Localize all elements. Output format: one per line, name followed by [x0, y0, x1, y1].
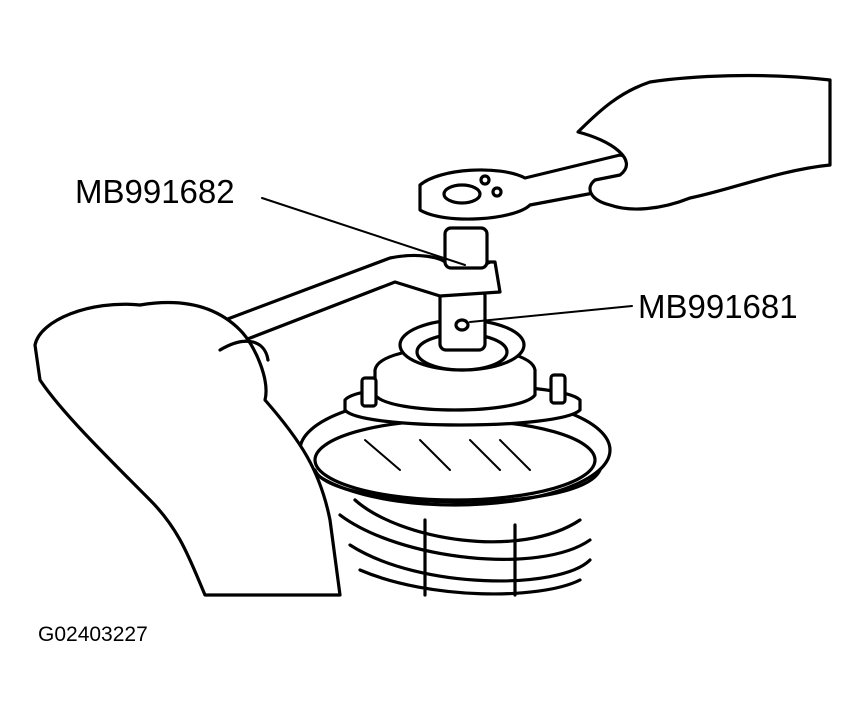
upper-mount: [343, 318, 582, 427]
left-hand: [33, 300, 342, 597]
upper-tool-callout: MB991682: [75, 173, 235, 210]
coil-spring: [338, 498, 592, 597]
ratchet-wrench: [418, 153, 637, 270]
leader-line-upper-tool: [261, 197, 466, 266]
socket-tool: [438, 288, 487, 352]
figure-id-label: G02403227: [38, 623, 148, 646]
lower-tool-callout: MB991681: [638, 288, 798, 325]
leader-line-lower-tool: [469, 305, 633, 323]
right-hand: [576, 73, 832, 211]
